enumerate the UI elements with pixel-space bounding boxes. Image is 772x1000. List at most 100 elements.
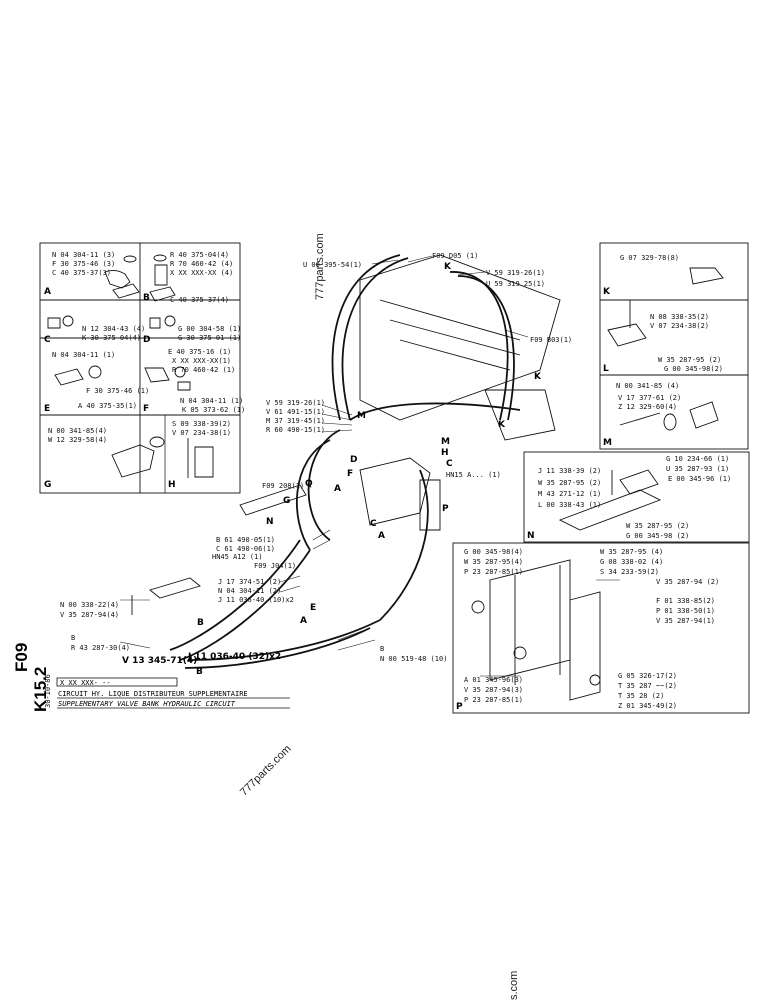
panel-m-letter: M xyxy=(603,438,612,448)
callout-left-19: J 11 036-40 (32)x2 xyxy=(188,652,282,662)
panel-n-line-3: M 43 271-12 (1) xyxy=(538,490,602,498)
callout-mid-1: V 59 319-26(1) xyxy=(266,399,326,407)
watermark-3: s.com xyxy=(508,970,520,1000)
panel-c-line-2: K 30 375-04(4) xyxy=(82,334,142,342)
panel-h-line-1: S 09 338-39(2) xyxy=(172,420,232,428)
panel-f-line-3: R 70 460-42 (1) xyxy=(172,366,236,374)
panel-p-line-13: P 23 287-85(1) xyxy=(464,696,524,704)
panel-p-line-1: G 00 345-98(4) xyxy=(464,548,524,556)
callout-mid-19: A xyxy=(378,531,385,541)
panel-p-line-10: V 35 287-94(1) xyxy=(656,617,716,625)
panel-d-line-2: G 30 375-01 (1) xyxy=(178,334,242,342)
callout-mid-2: V 61 491-15(1) xyxy=(266,408,326,416)
panel-c-letter: C xyxy=(44,335,51,345)
panel-e-line-3: A 40 375-35(1) xyxy=(78,402,138,410)
panel-f-letter: F xyxy=(143,404,150,414)
panel-f-line-2: X XX XXX-XX(1) xyxy=(172,357,232,365)
panel-h-letter: H xyxy=(168,480,176,490)
panel-m-line-2: V 17 377-61 (2) xyxy=(618,394,682,402)
panel-p-line-2: W 35 287-95(4) xyxy=(464,558,524,566)
panel-n-line-8: W 35 287-95 (2) xyxy=(626,522,690,530)
callout-left-5: N 04 304-11 (2) xyxy=(218,587,282,595)
right-insets-frame xyxy=(599,242,749,450)
panel-p-line-3: P 23 287-85(1) xyxy=(464,568,524,576)
panel-a-line-3: C 40 375-37(3) xyxy=(52,269,112,277)
panel-p-line-14: G 05 326-17(2) xyxy=(618,672,678,680)
callout-mid-8: C xyxy=(446,459,453,469)
callout-mid-17: C xyxy=(370,519,377,529)
panel-p-letter: P xyxy=(456,702,463,712)
panel-k-line-1: G 07 329-78(8) xyxy=(620,254,680,262)
callout-mid-18: P xyxy=(442,504,449,514)
panel-d-line-1: G 00 304-58 (1) xyxy=(178,325,242,333)
panel-a-letter: A xyxy=(44,287,51,297)
panel-p-line-8: F 01 338-85(2) xyxy=(656,597,716,605)
panel-p-line-16: T 35 28 (2) xyxy=(618,692,665,700)
callout-left-4: J 17 374-51 (2) xyxy=(218,578,282,586)
callout-left-10: E xyxy=(310,603,317,613)
callout-left-9: HN45 A12 (1) xyxy=(212,553,263,561)
drawing-date: 30-10-86 xyxy=(44,674,52,708)
callout-left-6: J 11 036-40 (10)x2 xyxy=(218,596,294,604)
caption-title-fr: CIRCUIT HY. LIQUE DISTRIBUTEUR SUPPLEMEN… xyxy=(58,690,248,698)
panel-g-line-1: N 00 341-85(4) xyxy=(48,427,108,435)
panel-m-line-3: Z 12 329-60(4) xyxy=(618,403,678,411)
panel-n-line-6: U 35 287-93 (1) xyxy=(666,465,730,473)
panel-l-line-1: N 08 338-35(2) xyxy=(650,313,710,321)
panel-n-letter: N xyxy=(527,531,535,541)
callout-left-15: V 13 345-71(4) xyxy=(122,656,198,666)
panel-p-line-9: P 01 338-50(1) xyxy=(656,607,716,615)
panel-p-line-6: S 34 233-59(2) xyxy=(600,568,660,576)
callout-left-14: R 43 287-30(4) xyxy=(71,644,131,652)
callout-left-13: B xyxy=(71,634,76,642)
callout-left-1: B 61 490-05(1) xyxy=(216,536,276,544)
panel-p-line-15: T 35 287 ~~(2) xyxy=(618,682,678,690)
callout-top-4: V 59 319-26(1) xyxy=(486,269,546,277)
panel-k-letter: K xyxy=(603,287,610,297)
panel-b-line-2: R 70 460-42 (4) xyxy=(170,260,234,268)
callout-top-8: K xyxy=(498,420,505,430)
callout-mid-16: N xyxy=(266,517,274,527)
panel-f-line-5: K 05 373-62 (1) xyxy=(182,406,246,414)
callout-left-8: V 35 287-94(4) xyxy=(60,611,120,619)
panel-p-frame xyxy=(452,542,750,714)
callout-left-11: A xyxy=(300,616,307,626)
panel-m-line-1: N 00 341-85 (4) xyxy=(616,382,680,390)
panel-l-line-4: G 00 345-98(2) xyxy=(664,365,724,373)
callout-mid-5: M xyxy=(357,411,366,421)
panel-e-line-2: F 30 375-46 (1) xyxy=(86,387,150,395)
callout-left-18: N 00 519-48 (10) xyxy=(380,655,448,663)
panel-b-letter: B xyxy=(143,293,150,303)
panel-n-line-4: L 00 338-43 (1) xyxy=(538,501,602,509)
panel-p-line-17: Z 01 345-49(2) xyxy=(618,702,678,710)
panel-g-line-2: W 12 329-58(4) xyxy=(48,436,108,444)
panel-n-line-1: J 11 338-39 (2) xyxy=(538,467,602,475)
drawing-code-1: F09 xyxy=(12,642,31,672)
caption-code: X XX XXX- -- xyxy=(60,679,111,687)
panel-e-letter: E xyxy=(44,404,51,414)
callout-mid-7: H xyxy=(441,448,449,458)
callout-left-12: B xyxy=(197,618,204,628)
callout-mid-11: F xyxy=(347,469,354,479)
panel-f-line-4: N 04 304-11 (1) xyxy=(180,397,244,405)
panel-p-line-7: V 35 287-94 (2) xyxy=(656,578,720,586)
panel-a-line-1: N 04 304-11 (3) xyxy=(52,251,116,259)
callout-mid-12: A xyxy=(334,484,341,494)
callout-left-3: F09 J04(1) xyxy=(254,562,297,570)
panel-b-line-3: X XX XXX-XX (4) xyxy=(170,269,234,277)
panel-n-line-2: W 35 287-95 (2) xyxy=(538,479,602,487)
panel-b-line-4: C 40 375-37(4) xyxy=(170,296,230,304)
panel-l-line-3: W 35 287-95 (2) xyxy=(658,356,722,364)
callout-left-7: N 00 338-22(4) xyxy=(60,601,120,609)
panel-p-line-4: W 35 287-95 (4) xyxy=(600,548,664,556)
callout-top-3: K xyxy=(444,262,451,272)
callout-top-6: F09 B03(1) xyxy=(530,336,573,344)
callout-left-16: B xyxy=(196,667,203,677)
callout-mid-3: M 37 319-45(1) xyxy=(266,417,326,425)
panel-f-line-1: E 40 375-16 (1) xyxy=(168,348,232,356)
panel-l-letter: L xyxy=(603,364,609,374)
panel-p-line-11: A 01 345-96(3) xyxy=(464,676,524,684)
panel-n-line-7: E 00 345-96 (1) xyxy=(668,475,732,483)
callout-top-2: F09 D05 (1) xyxy=(432,252,479,260)
